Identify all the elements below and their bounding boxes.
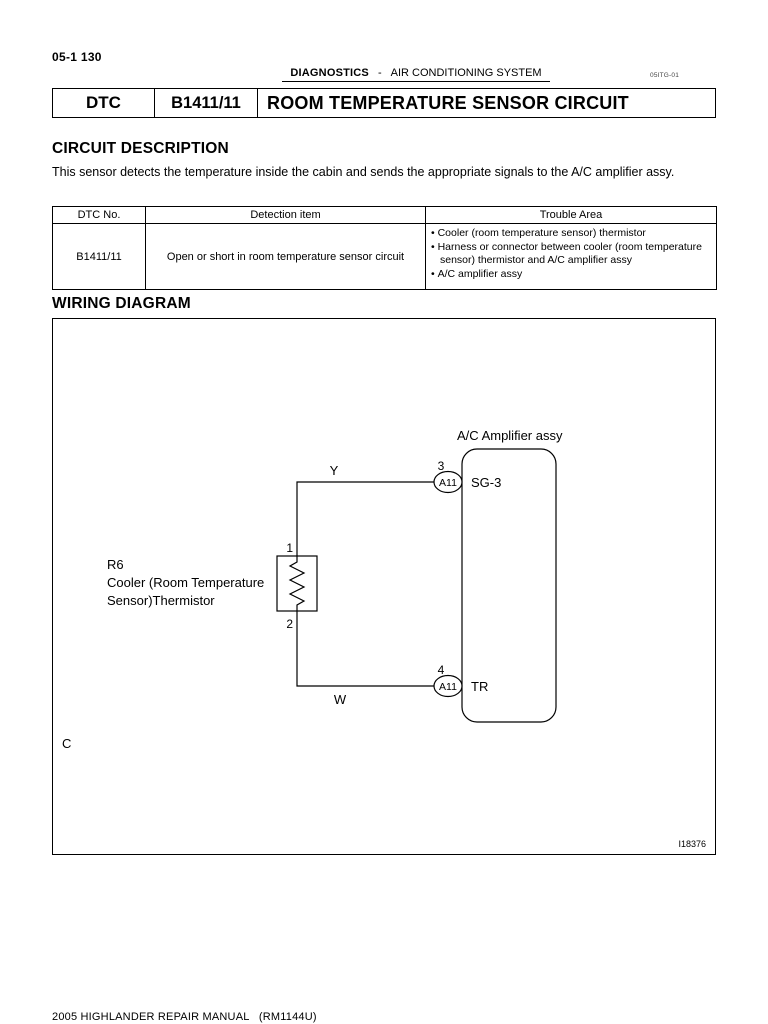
circuit-description-body: This sensor detects the temperature insi… <box>52 165 675 179</box>
connector-ellipse-bottom <box>433 674 463 698</box>
running-header-rule: DIAGNOSTICS-AIR CONDITIONING SYSTEM <box>282 67 550 82</box>
connector-label-top: A11 <box>439 477 457 489</box>
header-detection-item: Detection item <box>145 206 426 224</box>
wire-y <box>296 481 434 556</box>
dtc-banner-label: DTC <box>53 89 155 117</box>
header-separator: - <box>377 67 382 79</box>
cell-trouble-area: Cooler (room temperature sensor) thermis… <box>425 223 717 290</box>
cell-detection-item: Open or short in room temperature sensor… <box>145 223 426 290</box>
dtc-table: DTC No. Detection item Trouble Area B141… <box>52 206 717 290</box>
cell-dtc-no: B1411/11 <box>52 223 146 290</box>
wiring-diagram-canvas: A/C Amplifier assy 3 A11 SG-3 Y 1 R6 Coo… <box>62 428 706 849</box>
header-subsection: AIR CONDITIONING SYSTEM <box>390 67 542 79</box>
running-header: DIAGNOSTICS-AIR CONDITIONING SYSTEM <box>52 67 716 82</box>
wiring-diagram-box: A/C Amplifier assy 3 A11 SG-3 Y 1 R6 Coo… <box>52 318 716 855</box>
thermistor-pin-top: 1 <box>286 541 293 555</box>
pin-number-bottom: 4 <box>438 663 445 677</box>
pin-number-top: 3 <box>438 459 445 473</box>
thermistor-pin-bottom: 2 <box>286 617 293 631</box>
pin-name-bottom: TR <box>471 679 488 694</box>
trouble-area-item: Harness or connector between cooler (roo… <box>431 241 711 268</box>
corner-label: C <box>62 736 71 751</box>
amplifier-label: A/C Amplifier assy <box>457 428 563 443</box>
header-code: 05ITG-01 <box>650 72 680 79</box>
header-section: DIAGNOSTICS <box>290 67 369 79</box>
dtc-table-row: B1411/11 Open or short in room temperatu… <box>52 223 717 290</box>
amplifier-box <box>461 448 557 723</box>
component-id-label: R6 <box>107 557 124 572</box>
wiring-diagram-heading: WIRING DIAGRAM <box>52 295 191 312</box>
trouble-area-item: Cooler (room temperature sensor) thermis… <box>431 227 711 241</box>
wire-y-label: Y <box>330 463 339 478</box>
trouble-area-item: A/C amplifier assy <box>431 268 711 282</box>
dtc-banner: DTC B1411/11 ROOM TEMPERATURE SENSOR CIR… <box>52 88 716 118</box>
connector-label-bottom: A11 <box>439 681 457 693</box>
connector-ellipse-top <box>433 470 463 494</box>
dtc-table-header-row: DTC No. Detection item Trouble Area <box>52 206 717 224</box>
figure-id: I18376 <box>678 839 706 849</box>
circuit-description-heading: CIRCUIT DESCRIPTION <box>52 140 229 157</box>
thermistor-symbol <box>288 556 306 611</box>
header-dtc-no: DTC No. <box>52 206 146 224</box>
component-name-line1: Cooler (Room Temperature <box>107 575 264 590</box>
wire-w <box>296 611 434 687</box>
wire-w-label: W <box>334 692 347 707</box>
component-name-line2: Sensor)Thermistor <box>107 593 215 608</box>
header-trouble-area: Trouble Area <box>425 206 717 224</box>
page-footer: 2005 HIGHLANDER REPAIR MANUAL (RM1144U) <box>52 1011 317 1023</box>
pin-name-top: SG-3 <box>471 475 501 490</box>
dtc-banner-code: B1411/11 <box>155 89 258 117</box>
dtc-banner-title: ROOM TEMPERATURE SENSOR CIRCUIT <box>267 92 629 113</box>
page-number: 05-1 130 <box>52 50 102 64</box>
